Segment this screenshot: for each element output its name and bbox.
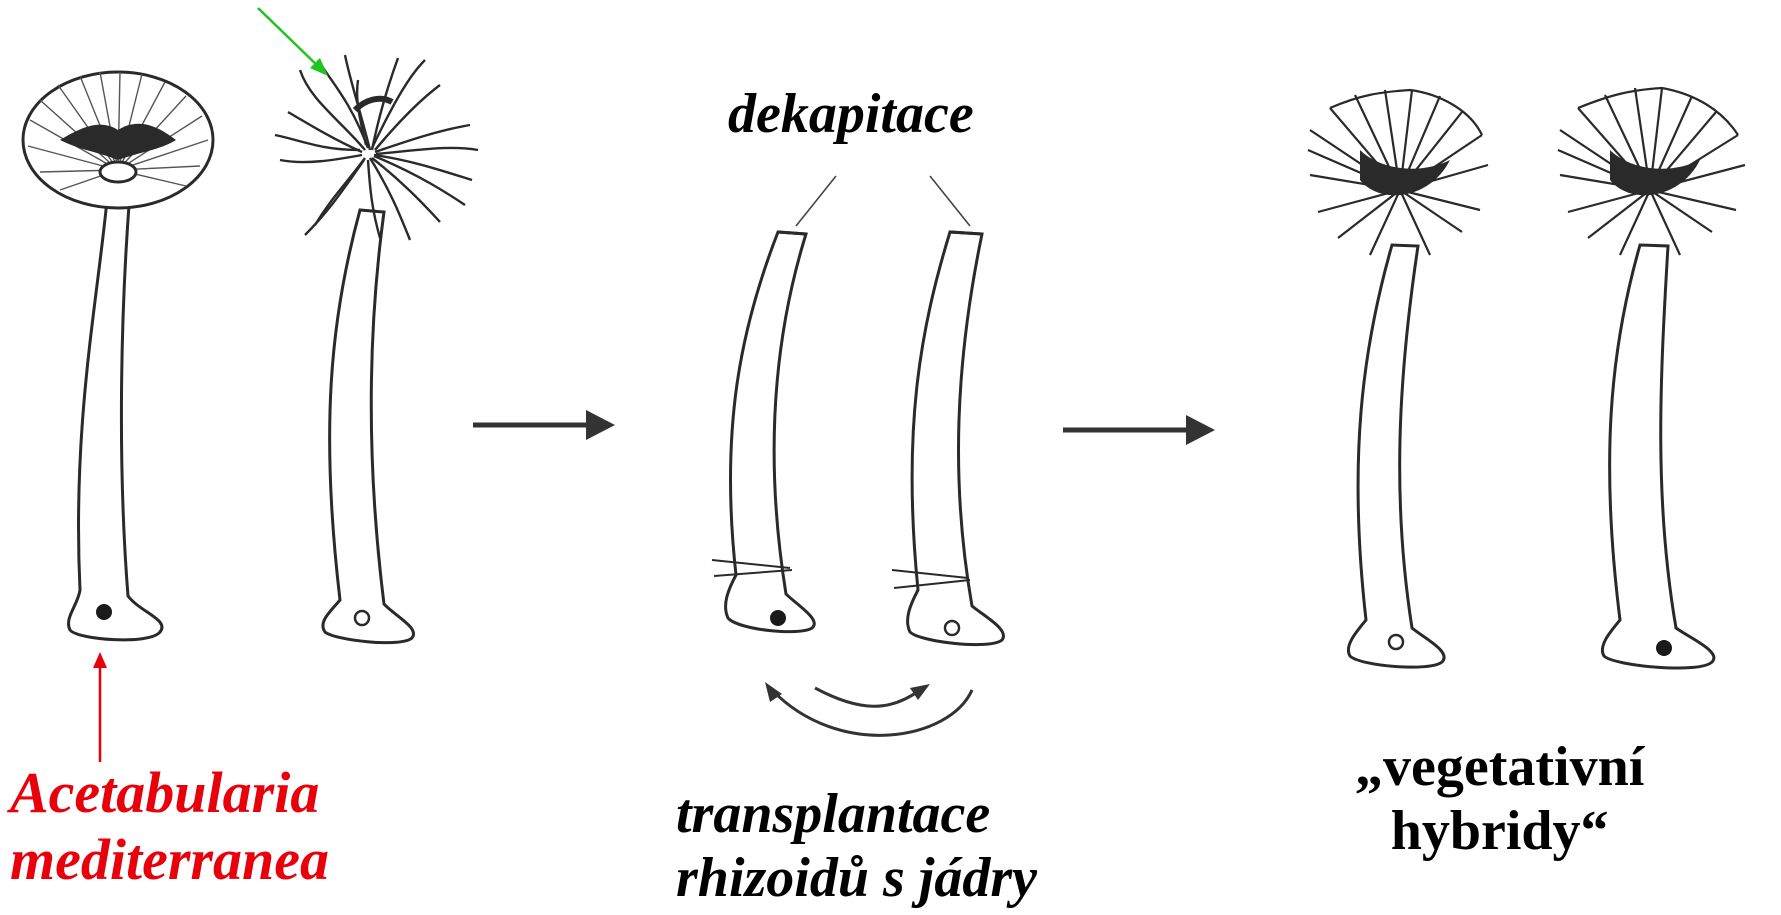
decapitation-label: dekapitace <box>728 82 974 146</box>
transplantation-label: transplantace rhizoidů s jádry <box>676 782 1037 911</box>
hybrid-cell-right <box>1558 88 1745 668</box>
transplantation-label-line1: transplantace <box>676 782 1037 846</box>
crenulata-arrow <box>258 8 322 70</box>
species-arrowhead <box>93 652 107 668</box>
nucleus-dark <box>96 604 112 620</box>
species-label: Acetabularia mediterranea <box>10 760 329 893</box>
nucleus-dark <box>1656 640 1672 656</box>
decap-leader-right <box>930 176 970 226</box>
hybrid-cap <box>1308 90 1488 255</box>
nucleus-light <box>355 611 369 625</box>
exchange-arrows <box>765 682 972 735</box>
hybrid-cell-left <box>1308 90 1488 667</box>
nucleus-light <box>1389 635 1403 649</box>
transplantation-label-line2: rhizoidů s jádry <box>676 846 1037 910</box>
disc-cap <box>23 72 213 208</box>
decapitated-stalk-right <box>892 232 1004 645</box>
hybrid-cap <box>1558 88 1745 255</box>
process-arrow-1 <box>473 410 615 440</box>
species-label-line1: Acetabularia <box>10 760 329 827</box>
alga-crenulata <box>275 55 478 643</box>
species-label-line2: mediterranea <box>10 827 329 894</box>
hybrid-label-line1: „vegetativní <box>1355 735 1644 799</box>
hybrid-label-line2: hybridy“ <box>1355 799 1644 863</box>
nucleus-dark <box>770 610 786 626</box>
hybrid-label: „vegetativní hybridy“ <box>1355 735 1644 864</box>
decapitated-stalk-left <box>712 232 814 632</box>
process-arrow-2 <box>1063 415 1215 445</box>
alga-mediterranea <box>23 72 213 640</box>
decap-leader-left <box>796 176 836 226</box>
nucleus-light <box>945 621 959 635</box>
